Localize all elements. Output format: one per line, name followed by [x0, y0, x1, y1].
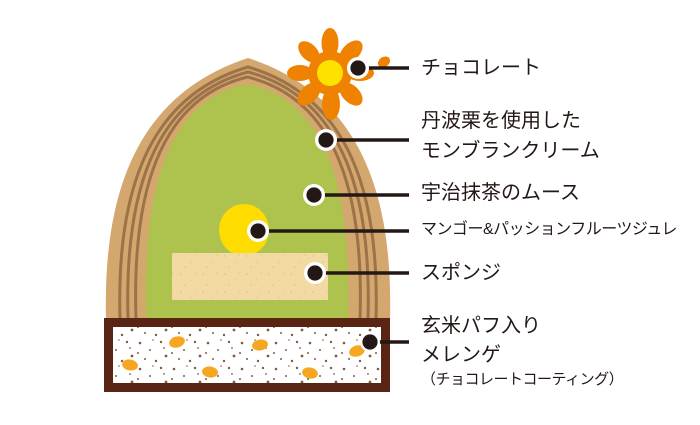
label-montblanc-line1: 丹波栗を使用した — [421, 110, 581, 132]
mango-jelly — [219, 204, 269, 256]
callout-dots — [247, 57, 380, 352]
label-sponge: スポンジ — [421, 262, 501, 284]
callout-dot-meringue — [360, 332, 380, 352]
decoration-center — [317, 60, 343, 86]
label-meringue-line2: メレンゲ — [421, 344, 501, 366]
montblanc-cream-stripes — [118, 65, 378, 320]
label-meringue-note: （チョコレートコーティング） — [421, 371, 624, 388]
label-mango-jelly: マンゴー&パッションフルーツジュレ — [421, 221, 677, 238]
label-montblanc-cream: 丹波栗を使用した モンブランクリーム — [421, 106, 600, 166]
chocolate-decoration-icon — [287, 28, 391, 120]
label-meringue-line1: 玄米パフ入り — [421, 315, 541, 337]
callout-dot-chocolate — [347, 57, 369, 79]
sponge-layer — [172, 253, 328, 300]
rice-puffs — [122, 336, 365, 379]
callout-dot-matcha — [303, 184, 325, 206]
label-chocolate: チョコレート — [421, 57, 541, 79]
callout-dot-mango — [247, 220, 269, 242]
label-montblanc-line2: モンブランクリーム — [421, 140, 600, 162]
meringue-base — [104, 318, 390, 392]
label-matcha-mousse: 宇治抹茶のムース — [421, 182, 580, 204]
callout-dot-montblanc — [315, 129, 337, 151]
callout-dot-sponge — [304, 262, 326, 284]
label-meringue: 玄米パフ入り メレンゲ （チョコレートコーティング） — [421, 312, 624, 390]
